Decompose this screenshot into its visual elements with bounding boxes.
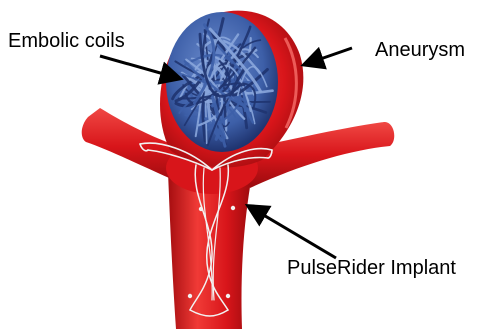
implant-marker: [231, 206, 235, 210]
implant-marker: [188, 294, 192, 298]
implant-marker: [226, 294, 230, 298]
implant-arrow: [250, 207, 336, 258]
aneurysm-label: Aneurysm: [375, 40, 465, 60]
aneurysm-arrow: [306, 48, 352, 64]
implant-marker: [199, 207, 203, 211]
embolic-coils-label: Embolic coils: [8, 31, 125, 51]
pulserider-implant-label: PulseRider Implant: [287, 258, 456, 278]
